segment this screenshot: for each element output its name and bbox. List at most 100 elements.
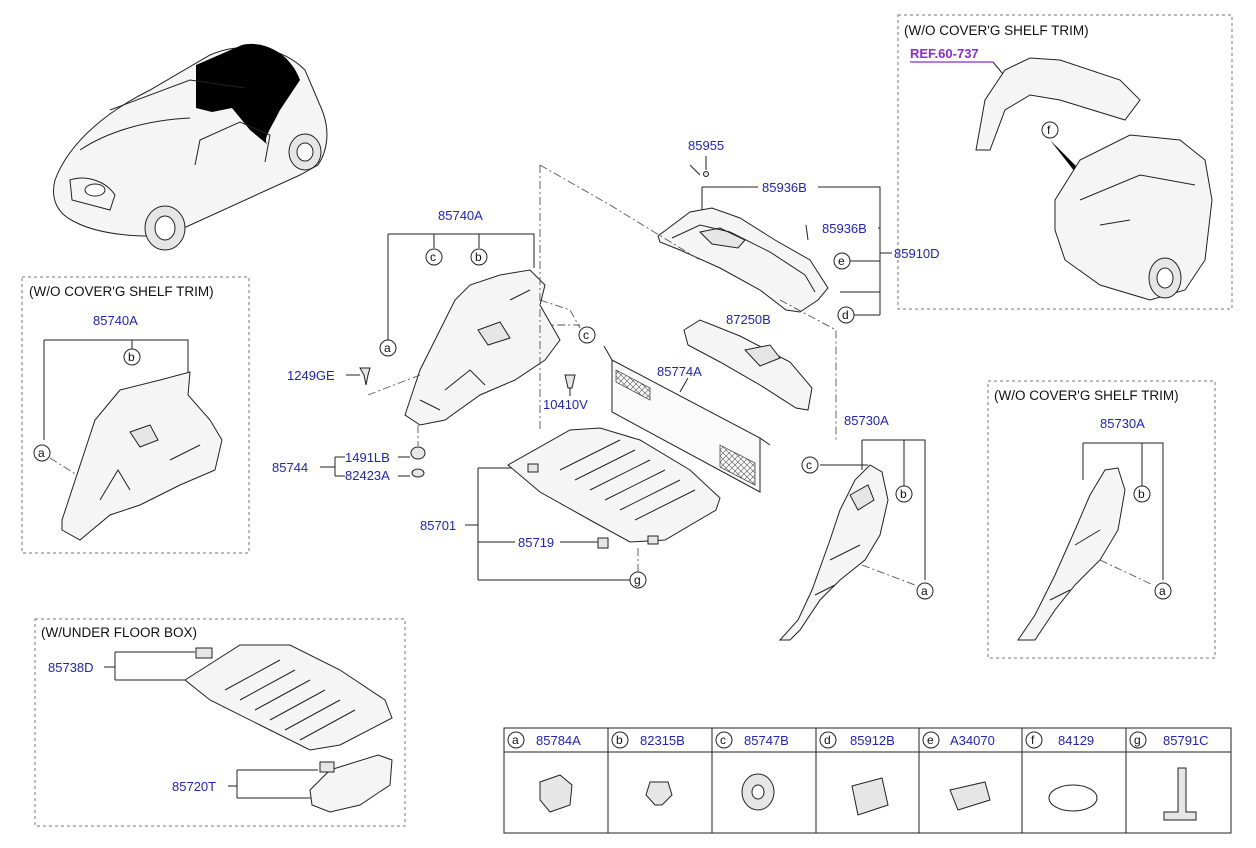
svg-text:a: a — [1159, 584, 1166, 598]
part-85719: 85719 — [518, 535, 554, 550]
plug-icon-f — [1048, 784, 1098, 812]
screw-1249GE — [359, 367, 371, 386]
legend-cell-c: c 85747B — [715, 731, 789, 811]
part-85936B-mid: 85936B — [822, 221, 867, 236]
part-85740A-inset: 85740A — [93, 313, 138, 328]
inset-note-top-right: (W/O COVER'G SHELF TRIM) — [904, 23, 1089, 38]
svg-text:b: b — [128, 350, 135, 364]
quarter-trim-left — [404, 269, 561, 426]
svg-text:e: e — [927, 733, 934, 747]
part-85936B-top: 85936B — [762, 180, 807, 195]
quarter-trim-right — [778, 464, 889, 641]
quarter-trim-inset-left — [61, 371, 223, 541]
legend-part-84129: 84129 — [1058, 733, 1094, 748]
svg-text:a: a — [512, 733, 519, 747]
callout-b-main-left: b — [470, 248, 488, 266]
legend-part-85747B: 85747B — [744, 733, 789, 748]
callout-g-floor: g — [629, 571, 647, 589]
svg-text:a: a — [921, 584, 928, 598]
legend-cell-b: b 82315B — [611, 731, 685, 806]
callout-b-right: b — [895, 485, 913, 503]
svg-text:b: b — [475, 250, 482, 264]
callout-b-inset-left: b — [123, 348, 141, 366]
tailgate-opening — [975, 57, 1141, 151]
part-85720T: 85720T — [172, 779, 216, 794]
pad-icon-d — [851, 777, 889, 816]
clip-10410V — [564, 374, 576, 389]
clip-icon-a — [539, 774, 573, 813]
svg-text:f: f — [1031, 733, 1035, 747]
callout-d-shelf: d — [837, 306, 855, 324]
part-85730A-inset: 85730A — [1100, 416, 1145, 431]
svg-text:g: g — [634, 573, 641, 587]
part-85955: 85955 — [688, 138, 724, 153]
clip-85719 — [597, 537, 609, 549]
sill-plate — [683, 319, 813, 411]
under-floor-board — [184, 644, 393, 751]
callout-c-right: c — [801, 456, 819, 474]
svg-text:a: a — [384, 341, 391, 355]
washer-82423A — [411, 468, 425, 478]
legend-part-85912B: 85912B — [850, 733, 895, 748]
part-87250B: 87250B — [726, 312, 771, 327]
connector-icon-e — [949, 781, 991, 811]
callout-a-main-left: a — [379, 339, 397, 357]
legend-part-A34070: A34070 — [950, 733, 995, 748]
svg-text:c: c — [720, 733, 726, 747]
inset-note-right: (W/O COVER'G SHELF TRIM) — [994, 388, 1179, 403]
part-85744: 85744 — [272, 460, 308, 475]
push-clip-icon-b — [645, 781, 673, 806]
quarter-trim-inset-right — [1017, 467, 1126, 641]
inset-note-under-floor: (W/UNDER FLOOR BOX) — [41, 625, 197, 640]
legend-cell-f: f 84129 — [1025, 731, 1098, 812]
part-1491LB: 1491LB — [345, 450, 390, 465]
callout-c-main-left: c — [425, 248, 443, 266]
svg-text:c: c — [430, 250, 436, 264]
legend-cell-g: g 85791C — [1129, 731, 1209, 821]
part-85730A-main: 85730A — [844, 413, 889, 428]
callout-a-inset-left: a — [33, 444, 51, 462]
svg-text:b: b — [900, 487, 907, 501]
legend-part-82315B: 82315B — [640, 733, 685, 748]
svg-text:b: b — [1138, 487, 1145, 501]
callout-f: f — [1041, 121, 1059, 139]
callout-c-main-left-2: c — [578, 326, 596, 344]
callout-e-shelf: e — [833, 252, 851, 270]
inset-box-under-floor — [34, 618, 406, 827]
svg-text:e: e — [838, 254, 845, 268]
inset-note-left: (W/O COVER'G SHELF TRIM) — [29, 284, 214, 299]
svg-text:d: d — [842, 308, 849, 322]
callout-b-inset-right: b — [1133, 485, 1151, 503]
callout-a-inset-right: a — [1154, 582, 1172, 600]
part-85910D: 85910D — [894, 246, 940, 261]
svg-text:f: f — [1047, 123, 1051, 137]
inset-box-top-right — [897, 14, 1233, 310]
luggage-floor-board — [507, 427, 721, 543]
svg-text:c: c — [806, 458, 812, 472]
covering-shelf — [657, 207, 829, 313]
part-85738D: 85738D — [48, 660, 94, 675]
legend-part-85784A: 85784A — [536, 733, 581, 748]
legend-table: a 85784A b 82315B c 85747B d 85912B e A3… — [503, 727, 1232, 834]
legend-cell-a: a 85784A — [507, 731, 581, 813]
under-floor-box — [309, 754, 393, 813]
legend-cell-e: e A34070 — [922, 731, 995, 811]
part-1249GE: 1249GE — [287, 368, 335, 383]
part-85774A: 85774A — [657, 364, 702, 379]
svg-text:c: c — [583, 328, 589, 342]
part-10410V: 10410V — [543, 397, 588, 412]
callout-a-right: a — [916, 582, 934, 600]
svg-text:b: b — [616, 733, 623, 747]
legend-cell-d: d 85912B — [819, 731, 895, 816]
svg-text:g: g — [1134, 733, 1141, 747]
legend-part-85791C: 85791C — [1163, 733, 1209, 748]
part-85740A-main: 85740A — [438, 208, 483, 223]
bracket-icon-g — [1163, 767, 1197, 821]
reference-label: REF.60-737 — [910, 46, 979, 61]
bolt-1491LB — [410, 446, 426, 460]
vehicle-rear-view — [1054, 134, 1213, 301]
part-82423A: 82423A — [345, 468, 390, 483]
svg-text:a: a — [38, 446, 45, 460]
